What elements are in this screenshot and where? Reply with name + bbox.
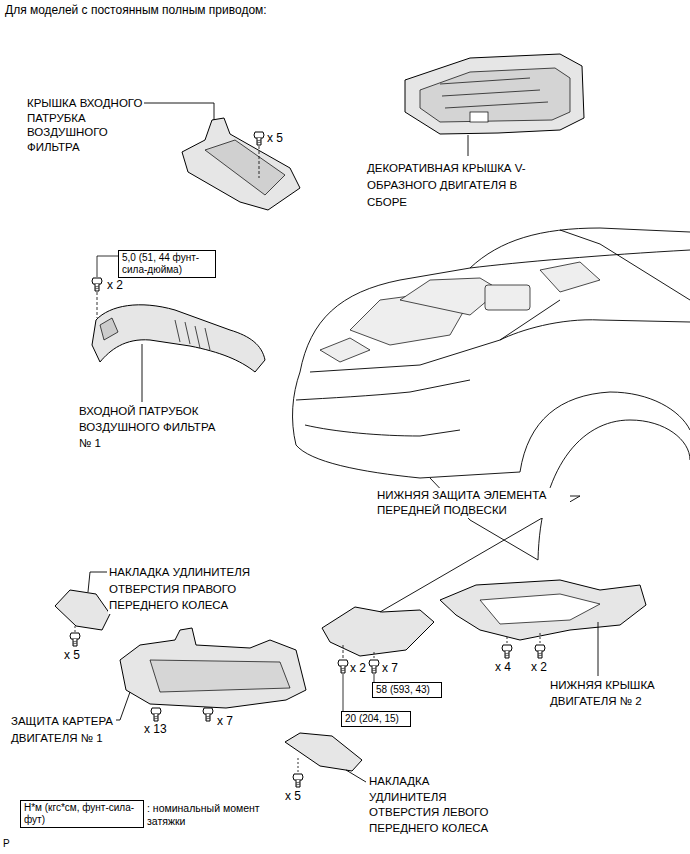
suspension-cover bbox=[322, 607, 434, 656]
inlet-cover bbox=[205, 140, 285, 195]
crankcase-guard bbox=[150, 660, 290, 692]
bolt-line bbox=[374, 652, 375, 658]
bolt-count: x 13 bbox=[143, 722, 168, 736]
under-cover-2 bbox=[440, 580, 646, 640]
air-inlet-duct bbox=[92, 305, 265, 372]
torque-box: 20 (204, 15) bbox=[341, 711, 411, 727]
part-name: НАКЛАДКА УДЛИНИТЕЛЯ ОТВЕРСТИЯ ЛЕВОГО ПЕР… bbox=[368, 774, 494, 836]
vehicle-outline bbox=[293, 228, 690, 560]
leader-line bbox=[142, 344, 143, 402]
leader-line bbox=[468, 135, 469, 156]
left-liner bbox=[285, 733, 362, 771]
engine-cover bbox=[440, 78, 548, 108]
crankcase-guard bbox=[120, 628, 306, 708]
bolt-count: x 5 bbox=[266, 131, 284, 145]
inlet-cover bbox=[182, 118, 300, 210]
air-inlet-duct bbox=[92, 305, 265, 372]
part-name: НИЖНЯЯ ЗАЩИТА ЭЛЕМЕНТА ПЕРЕДНЕЙ ПОДВЕСКИ bbox=[376, 488, 570, 518]
engine-bay bbox=[320, 262, 600, 362]
suspension-cover bbox=[322, 607, 434, 656]
torque-value: 20 (204, 15) bbox=[345, 713, 399, 724]
bolt-line bbox=[75, 626, 76, 632]
bolt-count: x 4 bbox=[494, 660, 512, 674]
bolt bbox=[203, 708, 213, 721]
bolt-count: x 2 bbox=[106, 278, 124, 292]
engine-cover bbox=[405, 54, 584, 134]
crankcase-guard bbox=[120, 628, 306, 708]
part-name: ДЕКОРАТИВНАЯ КРЫШКА V-ОБРАЗНОГО ДВИГАТЕЛ… bbox=[366, 160, 544, 211]
under-cover-2 bbox=[440, 580, 646, 640]
torque-value: 5,0 (51, 44 фунт-сила-дюйма) bbox=[122, 252, 199, 275]
bolt bbox=[338, 660, 348, 673]
legend-note: : номинальный момент затяжки bbox=[147, 802, 265, 828]
part-name: НИЖНЯЯ КРЫШКА ДВИГАТЕЛЯ № 2 bbox=[549, 677, 673, 709]
torque-box: 5,0 (51, 44 фунт-сила-дюйма) bbox=[118, 250, 216, 278]
inlet-cover bbox=[182, 118, 300, 210]
bolt-line bbox=[540, 632, 541, 643]
engine-cover bbox=[405, 54, 584, 134]
vehicle-outline bbox=[293, 372, 520, 478]
leader-line bbox=[142, 103, 214, 120]
engine-cover bbox=[420, 68, 570, 122]
bolt-count: x 5 bbox=[63, 648, 81, 662]
torque-box: 58 (593, 43) bbox=[372, 682, 442, 698]
bolt bbox=[535, 645, 545, 658]
vehicle-outline bbox=[520, 392, 690, 472]
bolt-line bbox=[97, 292, 98, 318]
part-name: НАКЛАДКА УДЛИНИТЕЛЯ ОТВЕРСТИЯ ПРАВОГО ПЕ… bbox=[108, 564, 284, 614]
bolt-line bbox=[343, 644, 344, 658]
bolt-line bbox=[259, 146, 260, 178]
bolt-count: x 2 bbox=[530, 660, 548, 674]
bolt bbox=[293, 774, 303, 787]
bolt bbox=[254, 132, 264, 145]
bolt bbox=[92, 278, 102, 291]
vehicle-outline bbox=[305, 425, 460, 436]
vehicle-outline bbox=[500, 320, 690, 340]
torque-line bbox=[374, 674, 375, 682]
figure-code: P bbox=[2, 838, 11, 850]
bolt bbox=[369, 660, 379, 673]
bolt bbox=[151, 708, 161, 721]
leader-line bbox=[346, 770, 366, 782]
bolt-line bbox=[298, 758, 299, 772]
under-cover-2 bbox=[480, 594, 600, 624]
air-inlet-duct bbox=[100, 318, 118, 340]
right-liner bbox=[55, 590, 110, 630]
bolt-count: x 7 bbox=[216, 714, 234, 728]
bolt-line bbox=[507, 637, 508, 643]
part-name: КРЫШКА ВХОДНОГО ПАТРУБКА ВОЗДУШНОГО ФИЛЬ… bbox=[26, 96, 144, 154]
vehicle-outline bbox=[296, 380, 470, 400]
leader-line bbox=[88, 572, 107, 592]
bolt bbox=[502, 645, 512, 658]
bolt bbox=[70, 633, 80, 646]
torque-line bbox=[97, 256, 118, 277]
vehicle-outline bbox=[300, 250, 690, 372]
engine-bay bbox=[540, 262, 600, 292]
torque-line bbox=[343, 674, 344, 711]
engine-bay bbox=[485, 285, 530, 310]
legend-unit: Н*м (кгс*см, фунт-сила-фут) bbox=[24, 802, 134, 825]
bolt-count: x 2 bbox=[349, 661, 367, 675]
part-name: ЗАЩИТА КАРТЕРА ДВИГАТЕЛЯ № 1 bbox=[10, 713, 116, 746]
engine-bay bbox=[320, 338, 370, 362]
bolt-count: x 5 bbox=[284, 789, 302, 803]
torque-box: Н*м (кгс*см, фунт-сила-фут): номинальный… bbox=[20, 800, 144, 828]
torque-value: 58 (593, 43) bbox=[376, 684, 430, 695]
bolt-count: x 7 bbox=[381, 661, 399, 675]
diagram-title: Для моделей с постоянным полным приводом… bbox=[4, 3, 268, 18]
air-inlet-duct bbox=[175, 320, 210, 350]
right-liner bbox=[55, 590, 110, 630]
engine-cover bbox=[470, 112, 488, 122]
left-liner bbox=[285, 733, 362, 771]
part-name: ВХОДНОЙ ПАТРУБОК ВОЗДУШНОГО ФИЛЬТРА № 1 bbox=[78, 403, 222, 451]
leader-line bbox=[598, 622, 599, 676]
